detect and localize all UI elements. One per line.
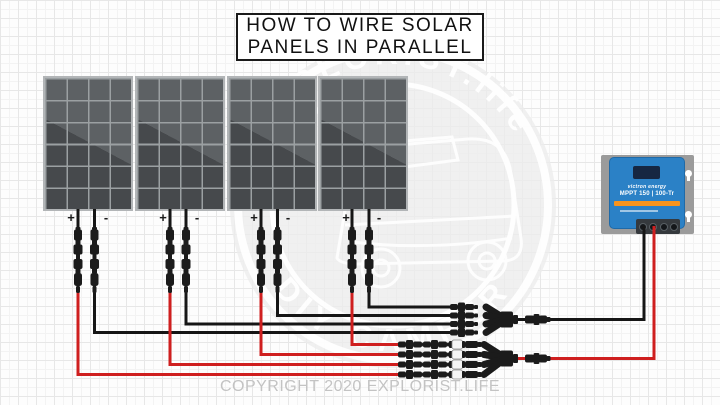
title-line-1: HOW TO WIRE SOLAR [246,15,474,36]
controller-model-label: MPPT 150 | 100-Tr [619,191,675,197]
panel1-positive-label: + [67,210,75,225]
positive-wires [76,226,656,376]
controller-accent-stripe [614,201,680,206]
mounting-keyhole-bottom [685,211,692,222]
panel3-negative-label: - [285,210,291,225]
controller-spec-line [620,210,658,212]
title-line-2: PANELS IN PARALLEL [247,37,473,58]
controller-brand-label: victron energy [627,184,667,190]
panel4-positive-label: + [342,210,350,225]
solar-panel-3 [227,76,317,211]
panel1-negative-label: - [103,210,109,225]
negative-branch-inputs [450,302,478,337]
panel2-negative-label: - [194,210,200,225]
panel-lead-mc4-connectors [73,227,374,293]
solar-panel-4 [318,76,408,211]
positive-branch-inputs-with-fuses [398,339,482,380]
negative-wires [76,209,646,334]
solar-panel-2 [135,76,225,211]
positive-branch-connector [480,341,551,378]
controller-body: victron energy MPPT 150 | 100-Tr [609,157,685,234]
solar-panel-1 [43,76,133,211]
panel2-positive-label: + [159,210,167,225]
negative-branch-connector [482,303,551,336]
panel3-positive-label: + [250,210,258,225]
mounting-keyhole-top [685,170,692,181]
controller-terminal-4 [670,222,678,231]
charge-controller: victron energy MPPT 150 | 100-Tr [601,155,694,234]
title-box: HOW TO WIRE SOLAR PANELS IN PARALLEL [236,13,484,61]
controller-terminal-3 [659,222,668,231]
controller-display [633,166,660,179]
panel4-negative-label: - [376,210,382,225]
copyright-text: COPYRIGHT 2020 EXPLORIST.LIFE [219,378,501,395]
